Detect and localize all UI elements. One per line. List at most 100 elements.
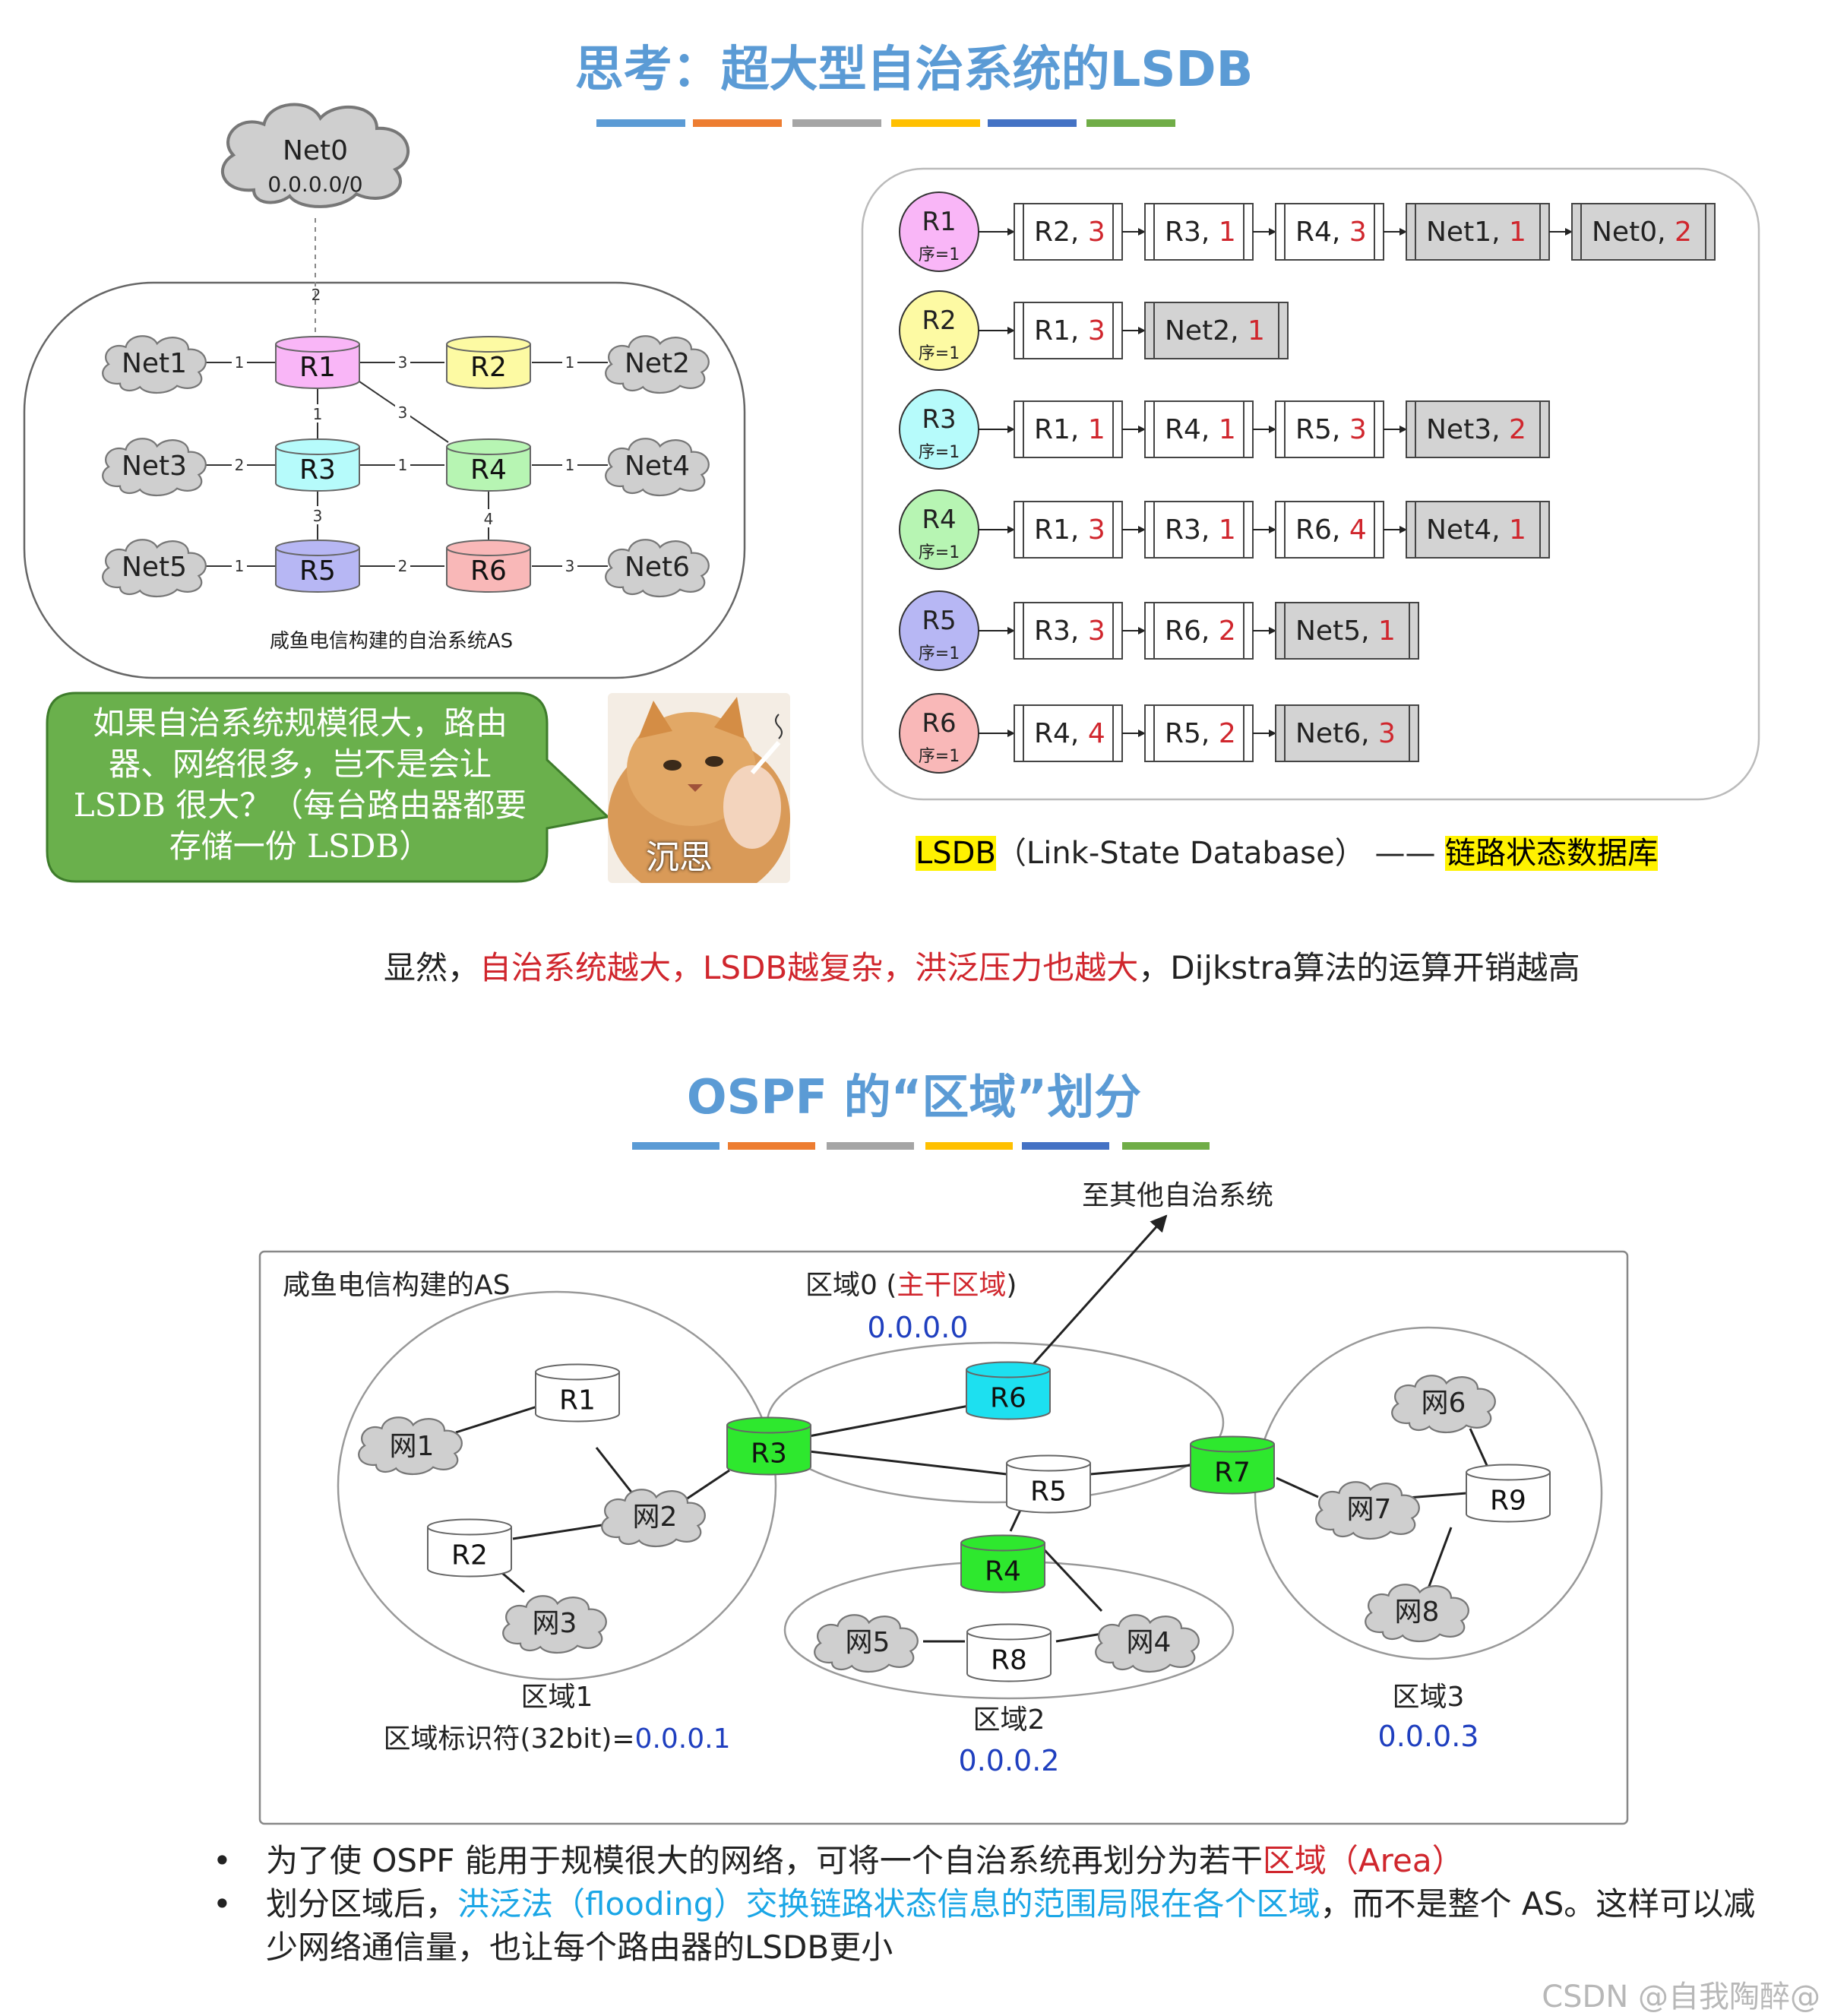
area2-id: 0.0.0.2 bbox=[959, 1744, 1060, 1777]
lsdb-router-name: R5 bbox=[922, 606, 956, 636]
title-bar-5 bbox=[988, 119, 1077, 127]
cost-net1-r1: 1 bbox=[235, 353, 245, 372]
ospf-router-r1: R1 bbox=[535, 1363, 620, 1423]
bullet-1-text: 为了使 OSPF 能用于规模很大的网络，可将一个自治系统再划分为若干 bbox=[266, 1842, 1263, 1879]
lsdb-entry-text: Net3, 2 bbox=[1426, 414, 1526, 445]
router-r4-label: R4 bbox=[470, 454, 507, 486]
router-r1: R1 bbox=[275, 336, 360, 389]
lsdb-entry: Net6, 3 bbox=[1275, 704, 1419, 762]
lsdb-entry: Net2, 1 bbox=[1144, 302, 1289, 359]
ospf-router-r7-label: R7 bbox=[1214, 1457, 1251, 1489]
lsdb-entry: Net1, 1 bbox=[1406, 203, 1550, 261]
bullet-dot: • bbox=[213, 1885, 232, 1923]
lsdb-row-r2: R2 序=1 R1, 3 Net2, 1 bbox=[899, 290, 1289, 371]
ospf-as-label: 咸鱼电信构建的AS bbox=[283, 1270, 510, 1301]
cost-r1-r2: 3 bbox=[398, 353, 408, 372]
bottom-title: OSPF 的“区域”划分 bbox=[686, 1069, 1142, 1125]
lsdb-cn-name: 链路状态数据库 bbox=[1445, 836, 1659, 871]
area3-label: 区域3 bbox=[1393, 1682, 1465, 1713]
net0-label: Net0 bbox=[283, 135, 348, 166]
topology-costs: 1 3 1 1 3 2 1 1 3 4 1 2 3 bbox=[232, 353, 577, 575]
ospf-net7-label: 网7 bbox=[1347, 1494, 1392, 1525]
lsdb-entry: R4, 1 bbox=[1144, 400, 1254, 458]
lsdb-entry-text: R1, 3 bbox=[1034, 315, 1105, 347]
lsdb-entry-text: R1, 1 bbox=[1034, 414, 1105, 445]
lsdb-entry-text: R4, 4 bbox=[1034, 718, 1105, 749]
lsdb-router-name: R2 bbox=[922, 305, 956, 336]
topology-networks: Net1 Net2 Net3 Net4 Net5 Net6 bbox=[101, 334, 710, 598]
lsdb-entry-text: R5, 3 bbox=[1295, 414, 1367, 445]
as-boundary bbox=[23, 281, 746, 679]
area0-label: 区域0 (主干区域) bbox=[805, 1270, 1017, 1301]
area0-id: 0.0.0.0 bbox=[868, 1311, 969, 1344]
lsdb-entry: Net3, 2 bbox=[1406, 400, 1550, 458]
lsdb-entry-text: R6, 4 bbox=[1295, 514, 1367, 546]
ospf-router-r3: R3 bbox=[726, 1416, 811, 1476]
ospf-router-r3-label: R3 bbox=[751, 1438, 787, 1470]
lsdb-entry: R5, 3 bbox=[1275, 400, 1384, 458]
lsdb-entry-text: R3, 1 bbox=[1165, 217, 1236, 248]
ospf-router-r7: R7 bbox=[1190, 1435, 1275, 1495]
lsdb-entry: R1, 3 bbox=[1014, 501, 1123, 559]
router-r5-label: R5 bbox=[299, 555, 336, 587]
lsdb-full-name: （Link-State Database） bbox=[995, 836, 1365, 871]
title-bar-3 bbox=[792, 119, 881, 127]
ospf-router-r5: R5 bbox=[1006, 1454, 1091, 1514]
lsdb-router-seq: 序=1 bbox=[919, 747, 960, 766]
router-r5: R5 bbox=[275, 540, 360, 593]
lsdb-entry-text: Net4, 1 bbox=[1426, 514, 1526, 546]
bullet-2-cyan: 洪泛法（flooding）交换链路状态信息的范围局限在各个区域 bbox=[457, 1885, 1320, 1923]
to-other-as-arrow bbox=[1032, 1214, 1168, 1366]
ospf-router-r6: R6 bbox=[966, 1361, 1051, 1420]
bullet-dot: • bbox=[213, 1842, 232, 1879]
lsdb-entry-text: Net6, 3 bbox=[1295, 718, 1396, 749]
area1-id-line: 区域标识符(32bit)=0.0.0.1 bbox=[384, 1723, 731, 1755]
title-bar-2 bbox=[693, 119, 782, 127]
bottom-bar-4 bbox=[925, 1142, 1013, 1150]
ospf-router-r4-label: R4 bbox=[985, 1556, 1021, 1587]
area1-label: 区域1 bbox=[521, 1682, 593, 1713]
cost-r4-net4: 1 bbox=[565, 456, 575, 474]
ospf-area-diagram: 咸鱼电信构建的AS 至其他自治系统 bbox=[258, 1180, 1629, 1825]
cat-caption: 沉思 bbox=[646, 838, 713, 877]
lsdb-router-name: R4 bbox=[922, 505, 956, 535]
lsdb-entry: R6, 2 bbox=[1144, 602, 1254, 660]
router-r6: R6 bbox=[446, 540, 531, 593]
lsdb-router-seq: 序=1 bbox=[919, 344, 960, 363]
csdn-watermark: CSDN @自我陶醉@ bbox=[1542, 1980, 1820, 2014]
ospf-router-r1-label: R1 bbox=[559, 1385, 596, 1416]
bottom-bar-2 bbox=[728, 1142, 815, 1150]
bullet-2-text-a: 划分区域后， bbox=[266, 1885, 458, 1923]
area3-id: 0.0.0.3 bbox=[1378, 1720, 1479, 1753]
lsdb-router-seq: 序=1 bbox=[919, 245, 960, 264]
lsdb-entry-text: R1, 3 bbox=[1034, 514, 1105, 546]
lsdb-router-seq: 序=1 bbox=[919, 443, 960, 462]
ospf-networks: 网1 网2 网3 网5 网4 网6 网7 网8 bbox=[357, 1374, 1497, 1673]
title-bar-6 bbox=[1086, 119, 1175, 127]
lsdb-legend: LSDB（Link-State Database） —— 链路状态数据库 bbox=[916, 828, 1713, 872]
ospf-as-frame bbox=[258, 1250, 1629, 1825]
as-topology-diagram: Net0 0.0.0.0/0 2 1 3 1 1 3 2 1 bbox=[23, 104, 746, 679]
lsdb-entry-text: Net2, 1 bbox=[1165, 315, 1265, 347]
lsdb-panel bbox=[861, 167, 1760, 801]
net1-label: Net1 bbox=[122, 348, 187, 379]
cost-r6-net6: 3 bbox=[565, 557, 575, 575]
to-other-as-label: 至其他自治系统 bbox=[1082, 1180, 1273, 1211]
ospf-net6-label: 网6 bbox=[1422, 1388, 1466, 1419]
ospf-net2-label: 网2 bbox=[633, 1502, 678, 1533]
router-r3-label: R3 bbox=[299, 454, 336, 486]
lsdb-entry-text: R5, 2 bbox=[1165, 718, 1236, 749]
lsdb-entry-text: R3, 3 bbox=[1034, 616, 1105, 647]
bottom-bar-1 bbox=[632, 1142, 719, 1150]
lsdb-entry-text: R3, 1 bbox=[1165, 514, 1236, 546]
cost-r2-net2: 1 bbox=[565, 353, 575, 372]
as-caption: 咸鱼电信构建的自治系统AS bbox=[270, 630, 513, 653]
router-r2: R2 bbox=[446, 336, 531, 389]
observation-prefix: 显然， bbox=[384, 949, 480, 986]
cost-net0: 2 bbox=[312, 286, 321, 304]
